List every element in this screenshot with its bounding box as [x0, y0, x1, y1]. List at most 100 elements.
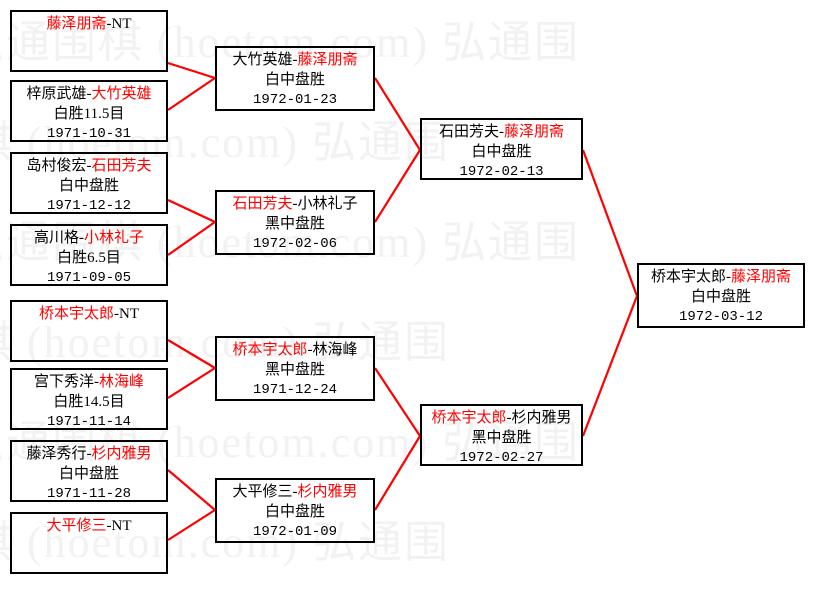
match-players: 桥本宇太郎-杉内雅男 — [422, 409, 581, 429]
bracket-connector-line — [581, 149, 639, 297]
player-separator: - — [86, 158, 92, 174]
match-box[interactable]: 梓原武雄-大竹英雄白胜11.5目 1971-10-31 — [10, 80, 168, 142]
player-separator: - — [499, 124, 504, 140]
player-separator: - — [106, 518, 112, 534]
bracket-connector-line — [167, 199, 216, 223]
match-date: 1972-01-09 — [252, 523, 337, 540]
player-separator: - — [106, 16, 112, 32]
player-left: 石田芳夫 — [232, 196, 293, 212]
player-left: 大竹英雄 — [232, 52, 293, 68]
player-separator: - — [86, 86, 92, 102]
match-box[interactable]: 大平修三-杉内雅男白中盘胜 1972-01-09 — [215, 478, 375, 543]
match-date: 1972-02-13 — [459, 163, 544, 180]
match-players: 宫下秀洋-林海峰 — [12, 373, 166, 393]
player-right: 藤泽朋斋 — [297, 52, 358, 68]
bracket-connector-line — [581, 295, 639, 437]
player-separator: - — [292, 484, 298, 500]
player-left: 桥本宇太郎 — [38, 306, 114, 322]
match-box[interactable]: 桥本宇太郎-NT — [10, 300, 168, 362]
match-result: 白中盘胜 — [471, 143, 532, 160]
player-left: 桥本宇太郎 — [650, 269, 726, 285]
player-right: 杉内雅男 — [511, 410, 572, 426]
match-players: 大平修三-杉内雅男 — [217, 483, 373, 503]
player-left: 桥本宇太郎 — [431, 410, 507, 426]
match-date: 1971-12-24 — [252, 381, 337, 398]
match-box[interactable]: 桥本宇太郎-林海峰黑中盘胜 1971-12-24 — [215, 336, 375, 401]
bracket-connector-line — [167, 509, 216, 541]
bracket-connector-line — [167, 61, 216, 80]
bracket-connector-line — [167, 221, 216, 256]
player-left: 藤泽秀行 — [26, 446, 87, 462]
player-separator: - — [726, 269, 731, 285]
match-date: 1971-12-12 — [46, 197, 131, 214]
player-right: NT — [111, 518, 132, 534]
player-left: 岛村俊宏 — [26, 158, 87, 174]
bracket-connector-line — [167, 339, 216, 369]
player-right: 杉内雅男 — [91, 446, 152, 462]
player-separator: - — [94, 374, 99, 390]
bracket-connector-line — [374, 149, 421, 223]
player-left: 石田芳夫 — [438, 124, 499, 140]
player-right: 藤泽朋斋 — [731, 269, 792, 285]
player-right: 藤泽朋斋 — [504, 124, 565, 140]
match-result: 黑中盘胜 — [264, 361, 325, 378]
match-players: 梓原武雄-大竹英雄 — [12, 85, 166, 105]
player-right: NT — [111, 16, 132, 32]
bracket-connector-line — [167, 469, 216, 511]
match-date: 1971-09-05 — [46, 269, 131, 286]
player-right: 石田芳夫 — [91, 158, 152, 174]
match-result: 黑中盘胜 — [264, 215, 325, 232]
player-separator: - — [506, 410, 512, 426]
match-date: 1972-02-27 — [459, 449, 544, 466]
player-left: 梓原武雄 — [26, 86, 87, 102]
match-date: 1971-10-31 — [46, 125, 131, 142]
match-box[interactable]: 藤泽朋斋-NT — [10, 10, 168, 72]
match-result: 白中盘胜 — [264, 503, 325, 520]
player-left: 高川格 — [33, 230, 79, 246]
match-players: 桥本宇太郎-藤泽朋斋 — [639, 268, 803, 288]
match-players: 大竹英雄-藤泽朋斋 — [217, 51, 373, 71]
match-players: 藤泽朋斋-NT — [12, 15, 166, 35]
match-date: 1971-11-28 — [46, 485, 131, 502]
match-box[interactable]: 石田芳夫-小林礼子黑中盘胜 1972-02-06 — [215, 190, 375, 255]
bracket-connector-line — [374, 77, 421, 151]
player-left: 宫下秀洋 — [33, 374, 94, 390]
match-box[interactable]: 大平修三-NT — [10, 512, 168, 574]
match-result: 黑中盘胜 — [471, 429, 532, 446]
player-left: 藤泽朋斋 — [46, 16, 107, 32]
match-result: 白中盘胜 — [58, 465, 119, 482]
player-right: NT — [119, 306, 139, 322]
player-left: 大平修三 — [46, 518, 107, 534]
match-result: 白中盘胜 — [58, 177, 119, 194]
player-separator: - — [307, 342, 313, 358]
match-players: 大平修三-NT — [12, 517, 166, 537]
player-right: 林海峰 — [99, 374, 145, 390]
player-separator: - — [292, 52, 298, 68]
player-right: 小林礼子 — [84, 230, 145, 246]
match-date: 1972-01-23 — [252, 91, 337, 108]
player-separator: - — [114, 306, 119, 322]
match-players: 藤泽秀行-杉内雅男 — [12, 445, 166, 465]
player-right: 林海峰 — [312, 342, 358, 358]
match-players: 石田芳夫-小林礼子 — [217, 195, 373, 215]
match-date: 1972-02-06 — [252, 235, 337, 252]
match-date: 1971-11-14 — [46, 413, 131, 430]
player-right: 小林礼子 — [297, 196, 358, 212]
match-players: 桥本宇太郎-林海峰 — [217, 341, 373, 361]
match-result: 白中盘胜 — [690, 288, 751, 305]
match-players: 岛村俊宏-石田芳夫 — [12, 157, 166, 177]
bracket-connector-line — [167, 367, 216, 399]
match-result: 白胜11.5目 — [53, 105, 125, 122]
player-separator: - — [79, 230, 84, 246]
player-separator: - — [86, 446, 92, 462]
match-players: 石田芳夫-藤泽朋斋 — [422, 123, 581, 143]
